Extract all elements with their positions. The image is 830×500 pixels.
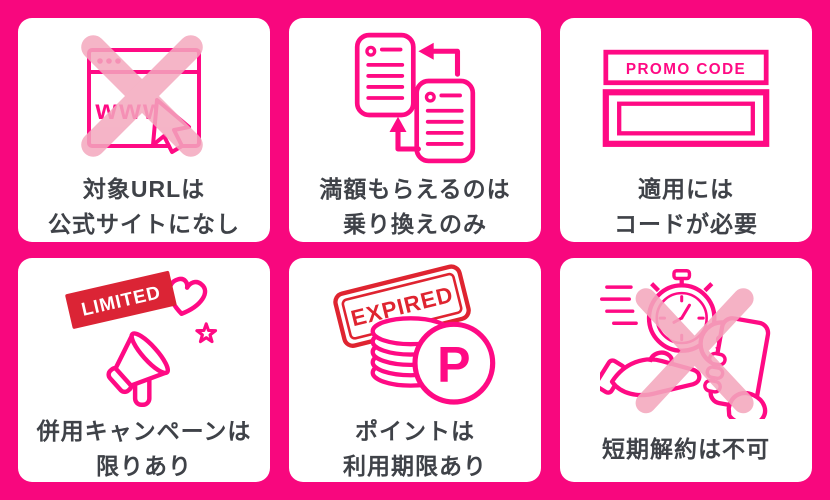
caption-line: 利用期限あり [343, 453, 487, 479]
x-mark-overlay [81, 35, 203, 157]
promo-code-label: PROMO CODE [626, 61, 746, 78]
card-caption: 適用には コードが必要 [560, 172, 812, 242]
promo-header-box [603, 49, 769, 86]
card-short-term-cancel: $ 短期解約は不可 [560, 258, 812, 482]
icon-area [289, 18, 541, 172]
point-coin [412, 321, 496, 405]
star-icon [195, 322, 218, 344]
icon-area: www [18, 18, 270, 172]
card-limited-campaign: LIMITED 併用キャンペーンは 限りあり [18, 258, 270, 482]
card-full-amount-switch: 満額もらえるのは 乗り換えのみ [289, 18, 541, 242]
card-caption: 対象URLは 公式サイトになし [18, 172, 270, 242]
document-back [354, 32, 416, 118]
card-point-expiry: EXPIRED P ポイントは 利用期限あり [289, 258, 541, 482]
speed-lines [600, 285, 638, 325]
card-target-url: www 対象URLは 公式サイトになし [18, 18, 270, 242]
caption-line: 限りあり [96, 453, 192, 479]
icon-area: EXPIRED P [289, 258, 541, 414]
blocked-website-icon: www [81, 35, 203, 157]
swap-arrows [389, 42, 461, 152]
caption-line: 適用には [638, 176, 734, 202]
caption-line: 乗り換えのみ [343, 211, 487, 237]
caption-line: 対象URLは [82, 176, 206, 202]
icon-area: $ [560, 258, 812, 419]
card-promo-code: PROMO CODE 適用には コードが必要 [560, 18, 812, 242]
short-term-cancellation-blocked-icon: $ [600, 269, 771, 419]
expired-points-icon: EXPIRED P [333, 264, 496, 405]
card-caption: ポイントは 利用期限あり [289, 414, 541, 482]
document-swap-icon [354, 32, 476, 164]
icon-area: PROMO CODE [560, 18, 812, 172]
limited-stamp: LIMITED [65, 270, 177, 329]
promo-code-icon: PROMO CODE [602, 49, 770, 147]
point-coin-letter: P [437, 336, 470, 392]
caption-line: 併用キャンペーンは [36, 418, 252, 444]
caption-line: ポイントは [355, 418, 475, 444]
limited-megaphone-icon: LIMITED [65, 270, 218, 407]
document-front [414, 78, 476, 164]
caption-line: 満額もらえるのは [319, 176, 511, 202]
code-input-field [617, 101, 755, 136]
caption-line: 短期解約は不可 [602, 435, 770, 462]
megaphone-icon [106, 331, 171, 395]
card-caption: 併用キャンペーンは 限りあり [18, 414, 270, 482]
x-mark-overlay [635, 288, 754, 414]
icon-area: LIMITED [18, 258, 270, 414]
card-caption: 満額もらえるのは 乗り換えのみ [289, 172, 541, 242]
caption-line: 公式サイトになし [48, 211, 240, 237]
card-caption: 短期解約は不可 [560, 416, 812, 482]
caption-line: コードが必要 [614, 211, 758, 237]
